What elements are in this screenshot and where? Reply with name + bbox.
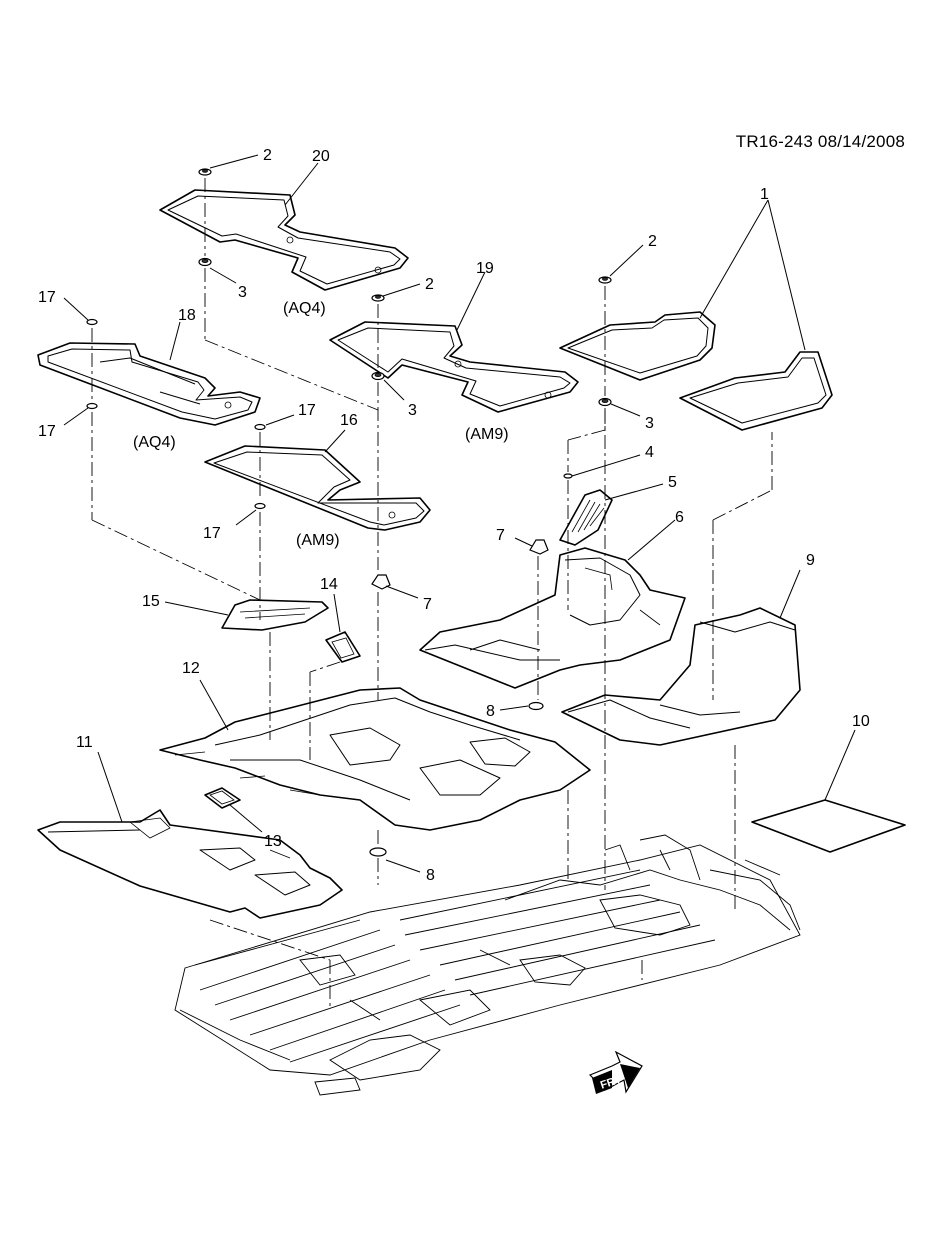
floor-pan (174, 834, 801, 1096)
alignment-lines (91, 178, 773, 1010)
part-12-rear-floor-insulator (159, 687, 591, 831)
option-note-aq4: (AQ4) (133, 434, 176, 451)
part-13-grommet (204, 787, 241, 809)
callout-10: 10 (852, 713, 870, 730)
part-20-third-row-floor-mat (159, 189, 409, 291)
callout-19: 19 (476, 260, 494, 277)
callout-17: 17 (203, 525, 221, 542)
fasteners (86, 168, 612, 857)
callout-11: 11 (76, 734, 93, 751)
callout-8: 8 (486, 703, 495, 720)
callout-12: 12 (182, 660, 200, 677)
option-notes: (AQ4) (AQ4) (AM9) (AM9) (133, 300, 509, 549)
callout-2: 2 (263, 147, 272, 164)
part-6-front-floor-carpet (419, 547, 686, 689)
front-arrow-icon: FRT (588, 1050, 643, 1094)
part-14-plug (325, 631, 361, 663)
callout-4: 4 (645, 444, 654, 461)
callout-8: 8 (426, 867, 435, 884)
callout-3: 3 (238, 284, 247, 301)
callout-5: 5 (668, 474, 677, 491)
callout-17: 17 (38, 423, 56, 440)
callout-3: 3 (408, 402, 417, 419)
part-18-second-row-floor-mat-aq4 (37, 342, 261, 426)
part-5-accelerator-pad (559, 489, 613, 546)
part-9-front-floor-carpet-right (561, 607, 801, 746)
callout-1: 1 (760, 186, 769, 203)
callout-18: 18 (178, 307, 196, 324)
part-19-second-row-floor-mat-am9 (329, 321, 579, 413)
callout-2: 2 (648, 233, 657, 250)
part-15-retainer-bracket (221, 599, 329, 631)
callout-15: 15 (142, 593, 160, 610)
part-16-floor-mat-am9 (204, 445, 431, 531)
leader-lines (63, 154, 856, 873)
callout-7: 7 (496, 527, 505, 544)
part-10-insulator-sheet (751, 799, 906, 853)
callout-9: 9 (806, 552, 815, 569)
drawing-reference: TR16-243 08/14/2008 (735, 132, 905, 151)
callout-13: 13 (264, 833, 282, 850)
callout-14: 14 (320, 576, 338, 593)
part-11-rear-floor-carpet (37, 809, 343, 919)
callout-17: 17 (298, 402, 316, 419)
callout-6: 6 (675, 509, 684, 526)
option-note-aq4: (AQ4) (283, 300, 326, 317)
callout-16: 16 (340, 412, 358, 429)
callout-2: 2 (425, 276, 434, 293)
callout-20: 20 (312, 148, 330, 165)
callout-3: 3 (645, 415, 654, 432)
callout-7: 7 (423, 596, 432, 613)
option-note-am9: (AM9) (465, 426, 509, 443)
part-1-front-floor-mats (559, 311, 833, 431)
callout-numbers: 1 2 2 2 3 3 3 4 5 6 7 7 8 8 9 10 11 12 1… (38, 147, 870, 884)
option-note-am9: (AM9) (296, 532, 340, 549)
callout-17: 17 (38, 289, 56, 306)
